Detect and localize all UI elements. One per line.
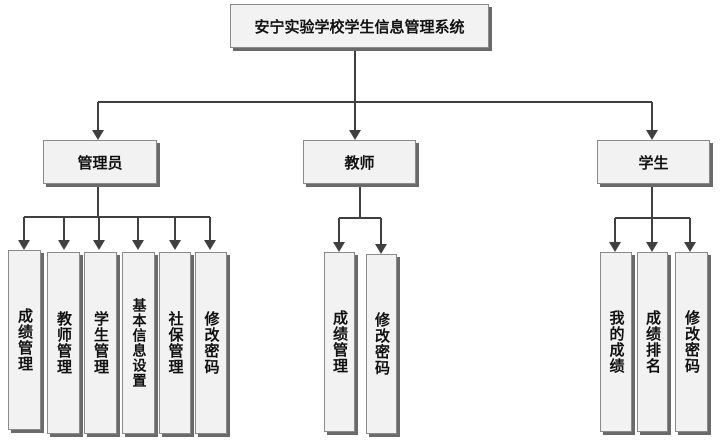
role-label: 管理员 (77, 153, 123, 172)
function-label: 成绩排名 (644, 310, 662, 374)
arrow (132, 240, 144, 250)
function-node: 我的成绩 (600, 252, 632, 432)
arrow (58, 240, 70, 250)
function-node: 成绩管理 (8, 250, 41, 430)
arrow (93, 240, 105, 250)
role-node-admin: 管理员 (43, 140, 157, 184)
arrow (18, 240, 30, 250)
role-node-teacher: 教师 (303, 140, 416, 184)
root-label: 安宁实验学校学生信息管理系统 (254, 17, 465, 36)
arrow-student (646, 130, 658, 140)
function-node: 修改密码 (195, 252, 227, 434)
role-label: 教师 (344, 153, 375, 172)
arrow (375, 244, 387, 254)
arrow (609, 242, 621, 252)
function-node: 修改密码 (675, 252, 708, 432)
function-label: 修改密码 (202, 311, 221, 375)
root-node: 安宁实验学校学生信息管理系统 (230, 4, 489, 48)
arrow (333, 242, 345, 252)
function-node: 基本信息设置 (122, 252, 155, 434)
function-label: 学生管理 (92, 311, 110, 375)
function-label: 成绩管理 (16, 308, 34, 372)
function-label: 教师管理 (55, 311, 73, 375)
function-node: 修改密码 (366, 254, 397, 434)
arrow (684, 242, 696, 252)
function-label: 修改密码 (373, 312, 391, 376)
arrow (646, 242, 658, 252)
function-node: 教师管理 (47, 252, 80, 434)
function-label: 修改密码 (683, 310, 701, 374)
function-node: 社保管理 (159, 252, 191, 434)
function-label: 我的成绩 (607, 310, 626, 374)
function-node: 成绩排名 (637, 252, 668, 432)
function-label: 成绩管理 (331, 310, 349, 374)
function-node: 成绩管理 (324, 252, 355, 432)
arrow (169, 240, 181, 250)
arrow-teacher (349, 130, 361, 140)
function-label: 基本信息设置 (130, 298, 147, 388)
function-node: 学生管理 (84, 252, 117, 434)
arrow-admin (92, 130, 104, 140)
arrow (204, 240, 216, 250)
role-label: 学生 (638, 153, 669, 172)
role-node-student: 学生 (597, 140, 710, 184)
function-label: 社保管理 (166, 311, 185, 375)
